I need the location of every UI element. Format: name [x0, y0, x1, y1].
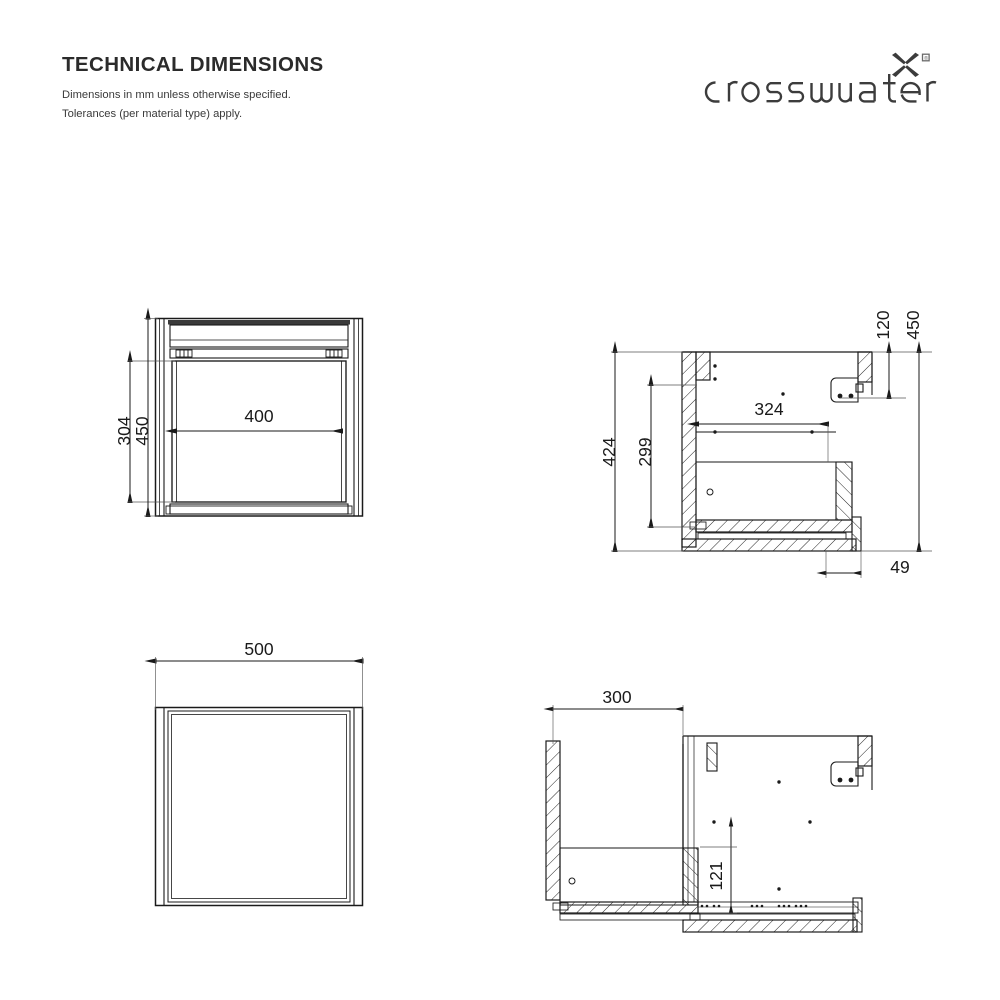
- brand-logo: ®: [693, 52, 938, 108]
- wall-bracket-icon: [830, 761, 864, 787]
- dim-label-49: 49: [890, 557, 909, 577]
- trademark-glyph: ®: [924, 55, 929, 62]
- front-elevation-view: [127, 307, 364, 517]
- page-title: TECHNICAL DIMENSIONS: [62, 53, 324, 76]
- dim-label-450-side: 450: [903, 310, 923, 339]
- registered-trademark-icon: [921, 53, 930, 62]
- crosswater-wordmark-icon: ®: [704, 52, 937, 103]
- dim-label-450-front: 450: [132, 416, 152, 445]
- side-section-closed-view: [611, 341, 932, 578]
- dim-label-121: 121: [706, 861, 726, 890]
- dim-label-324: 324: [754, 399, 783, 419]
- plan-view: [144, 657, 364, 907]
- dim-label-120: 120: [873, 310, 893, 339]
- note-units: Dimensions in mm unless otherwise specif…: [62, 88, 291, 101]
- note-tolerances: Tolerances (per material type) apply.: [62, 108, 243, 121]
- dim-label-500: 500: [244, 639, 273, 659]
- dim-label-424: 424: [599, 437, 619, 466]
- dim-label-299: 299: [635, 437, 655, 466]
- x-burst-icon: [892, 52, 919, 77]
- wall-bracket-icon: [830, 377, 864, 403]
- dim-label-300: 300: [602, 687, 631, 707]
- dim-label-400: 400: [244, 406, 273, 426]
- dim-label-304: 304: [114, 416, 134, 445]
- side-section-drawer-open-view: [543, 705, 873, 933]
- runner-holes-icon: [700, 904, 808, 908]
- header-block: TECHNICAL DIMENSIONS Dimensions in mm un…: [62, 53, 324, 125]
